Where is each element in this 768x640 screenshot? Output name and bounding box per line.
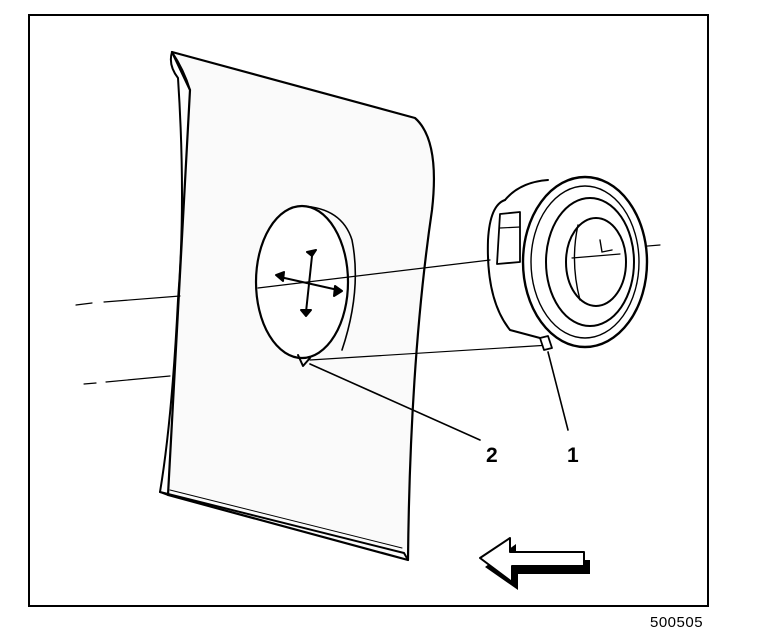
callout-leaders: [309, 351, 569, 441]
figure-frame: [28, 14, 709, 607]
callout-1-label: 1: [567, 444, 579, 467]
alignment-arrows-icon: [275, 249, 343, 317]
sensor-component: [486, 175, 649, 351]
centerline-leaders: [75, 244, 661, 385]
direction-arrow-icon: [479, 537, 590, 590]
figure-number: 500505: [650, 614, 704, 631]
callout-2-label: 2: [486, 444, 498, 467]
